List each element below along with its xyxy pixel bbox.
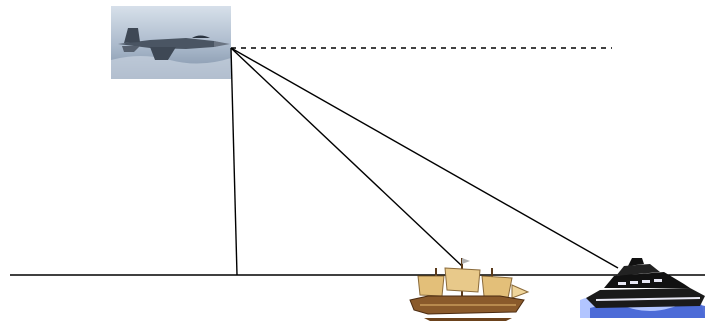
line-of-sight-ship [231,48,462,266]
motor-yacht-icon [580,258,705,318]
altitude-line [231,48,237,275]
sailing-ship-icon [410,258,528,321]
line-of-sight-yacht [231,48,618,268]
aircraft-photo [111,6,231,79]
